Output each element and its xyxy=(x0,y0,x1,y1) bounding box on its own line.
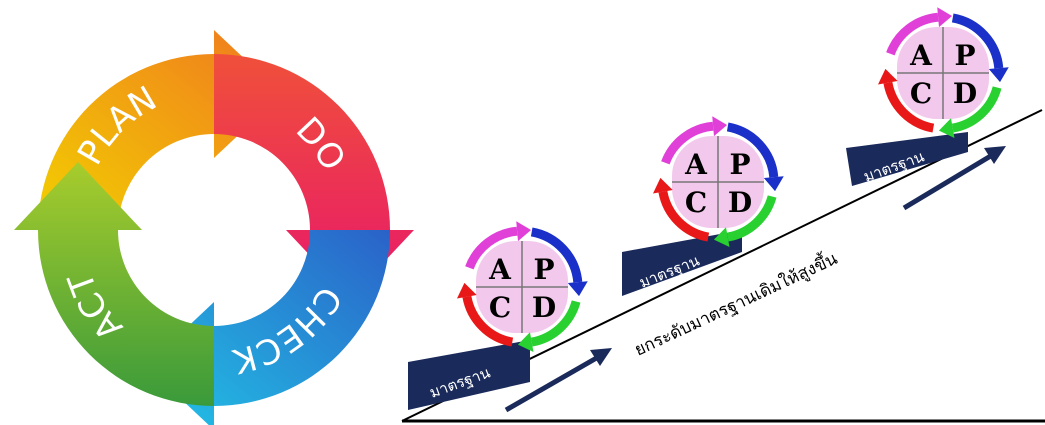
wheel-ring-arrowhead xyxy=(713,227,730,247)
wheel-ring-arc xyxy=(530,300,581,347)
wheel-ring-arrowhead xyxy=(763,176,784,192)
wheel-ring-arrowhead xyxy=(567,281,588,297)
wheel-ring-arrowhead xyxy=(457,282,477,299)
wheel-ring-arc xyxy=(951,86,1002,133)
pdca-cycle: PLAN DO CHECK ACT xyxy=(14,30,414,425)
standard-wedge-3: มาตรฐาน xyxy=(846,132,968,186)
wheel-letter-p: P xyxy=(729,148,750,181)
wheel-ring-arrowhead xyxy=(938,118,955,138)
wheel-ring-arrowhead xyxy=(937,7,953,28)
wheel-letter-a: A xyxy=(488,253,512,286)
wheel-letter-a: A xyxy=(684,148,708,181)
wheel-ring-arc xyxy=(951,13,1004,69)
wheel-ring-arc xyxy=(883,81,935,133)
wheel-ring-arc xyxy=(462,295,514,347)
wheel-ring-arc xyxy=(661,121,714,165)
standard-wedge-1: มาตรฐาน xyxy=(408,340,530,410)
upward-arrow-2 xyxy=(902,146,1006,211)
wheel-letter-p: P xyxy=(954,39,975,72)
wheel-ring-arc xyxy=(726,122,779,178)
wheel-ring-arrowhead xyxy=(517,332,534,352)
wheel-letter-c: C xyxy=(685,186,707,219)
wheel-ring-arrowhead xyxy=(988,67,1009,83)
wheel-letter-c: C xyxy=(910,77,932,110)
wheel-letter-d: D xyxy=(728,186,752,219)
upward-arrow-1 xyxy=(504,348,612,413)
wheel-ring-arrowhead xyxy=(653,177,673,194)
wheel-ring-arrowhead xyxy=(878,68,898,85)
act-arrow xyxy=(14,162,214,406)
wheel-ring-arc xyxy=(658,190,710,242)
wheel-letter-d: D xyxy=(532,291,556,324)
wheel-ring-arc xyxy=(886,12,939,56)
wheel-ring-arc xyxy=(726,195,777,242)
wheel-letter-p: P xyxy=(533,253,554,286)
wheel-ring-arc xyxy=(465,226,518,270)
wheel-ring-arc xyxy=(530,227,583,283)
wheel-letter-c: C xyxy=(489,291,511,324)
improvement-ramp: มาตรฐาน มาตรฐาน มาตรฐาน ยกระดับมาตรฐานเด… xyxy=(401,7,1045,423)
wheel-letter-a: A xyxy=(909,39,933,72)
wheel-letter-d: D xyxy=(953,77,977,110)
wheel-ring-arrowhead xyxy=(712,116,728,137)
wheel-ring-arrowhead xyxy=(516,221,532,242)
